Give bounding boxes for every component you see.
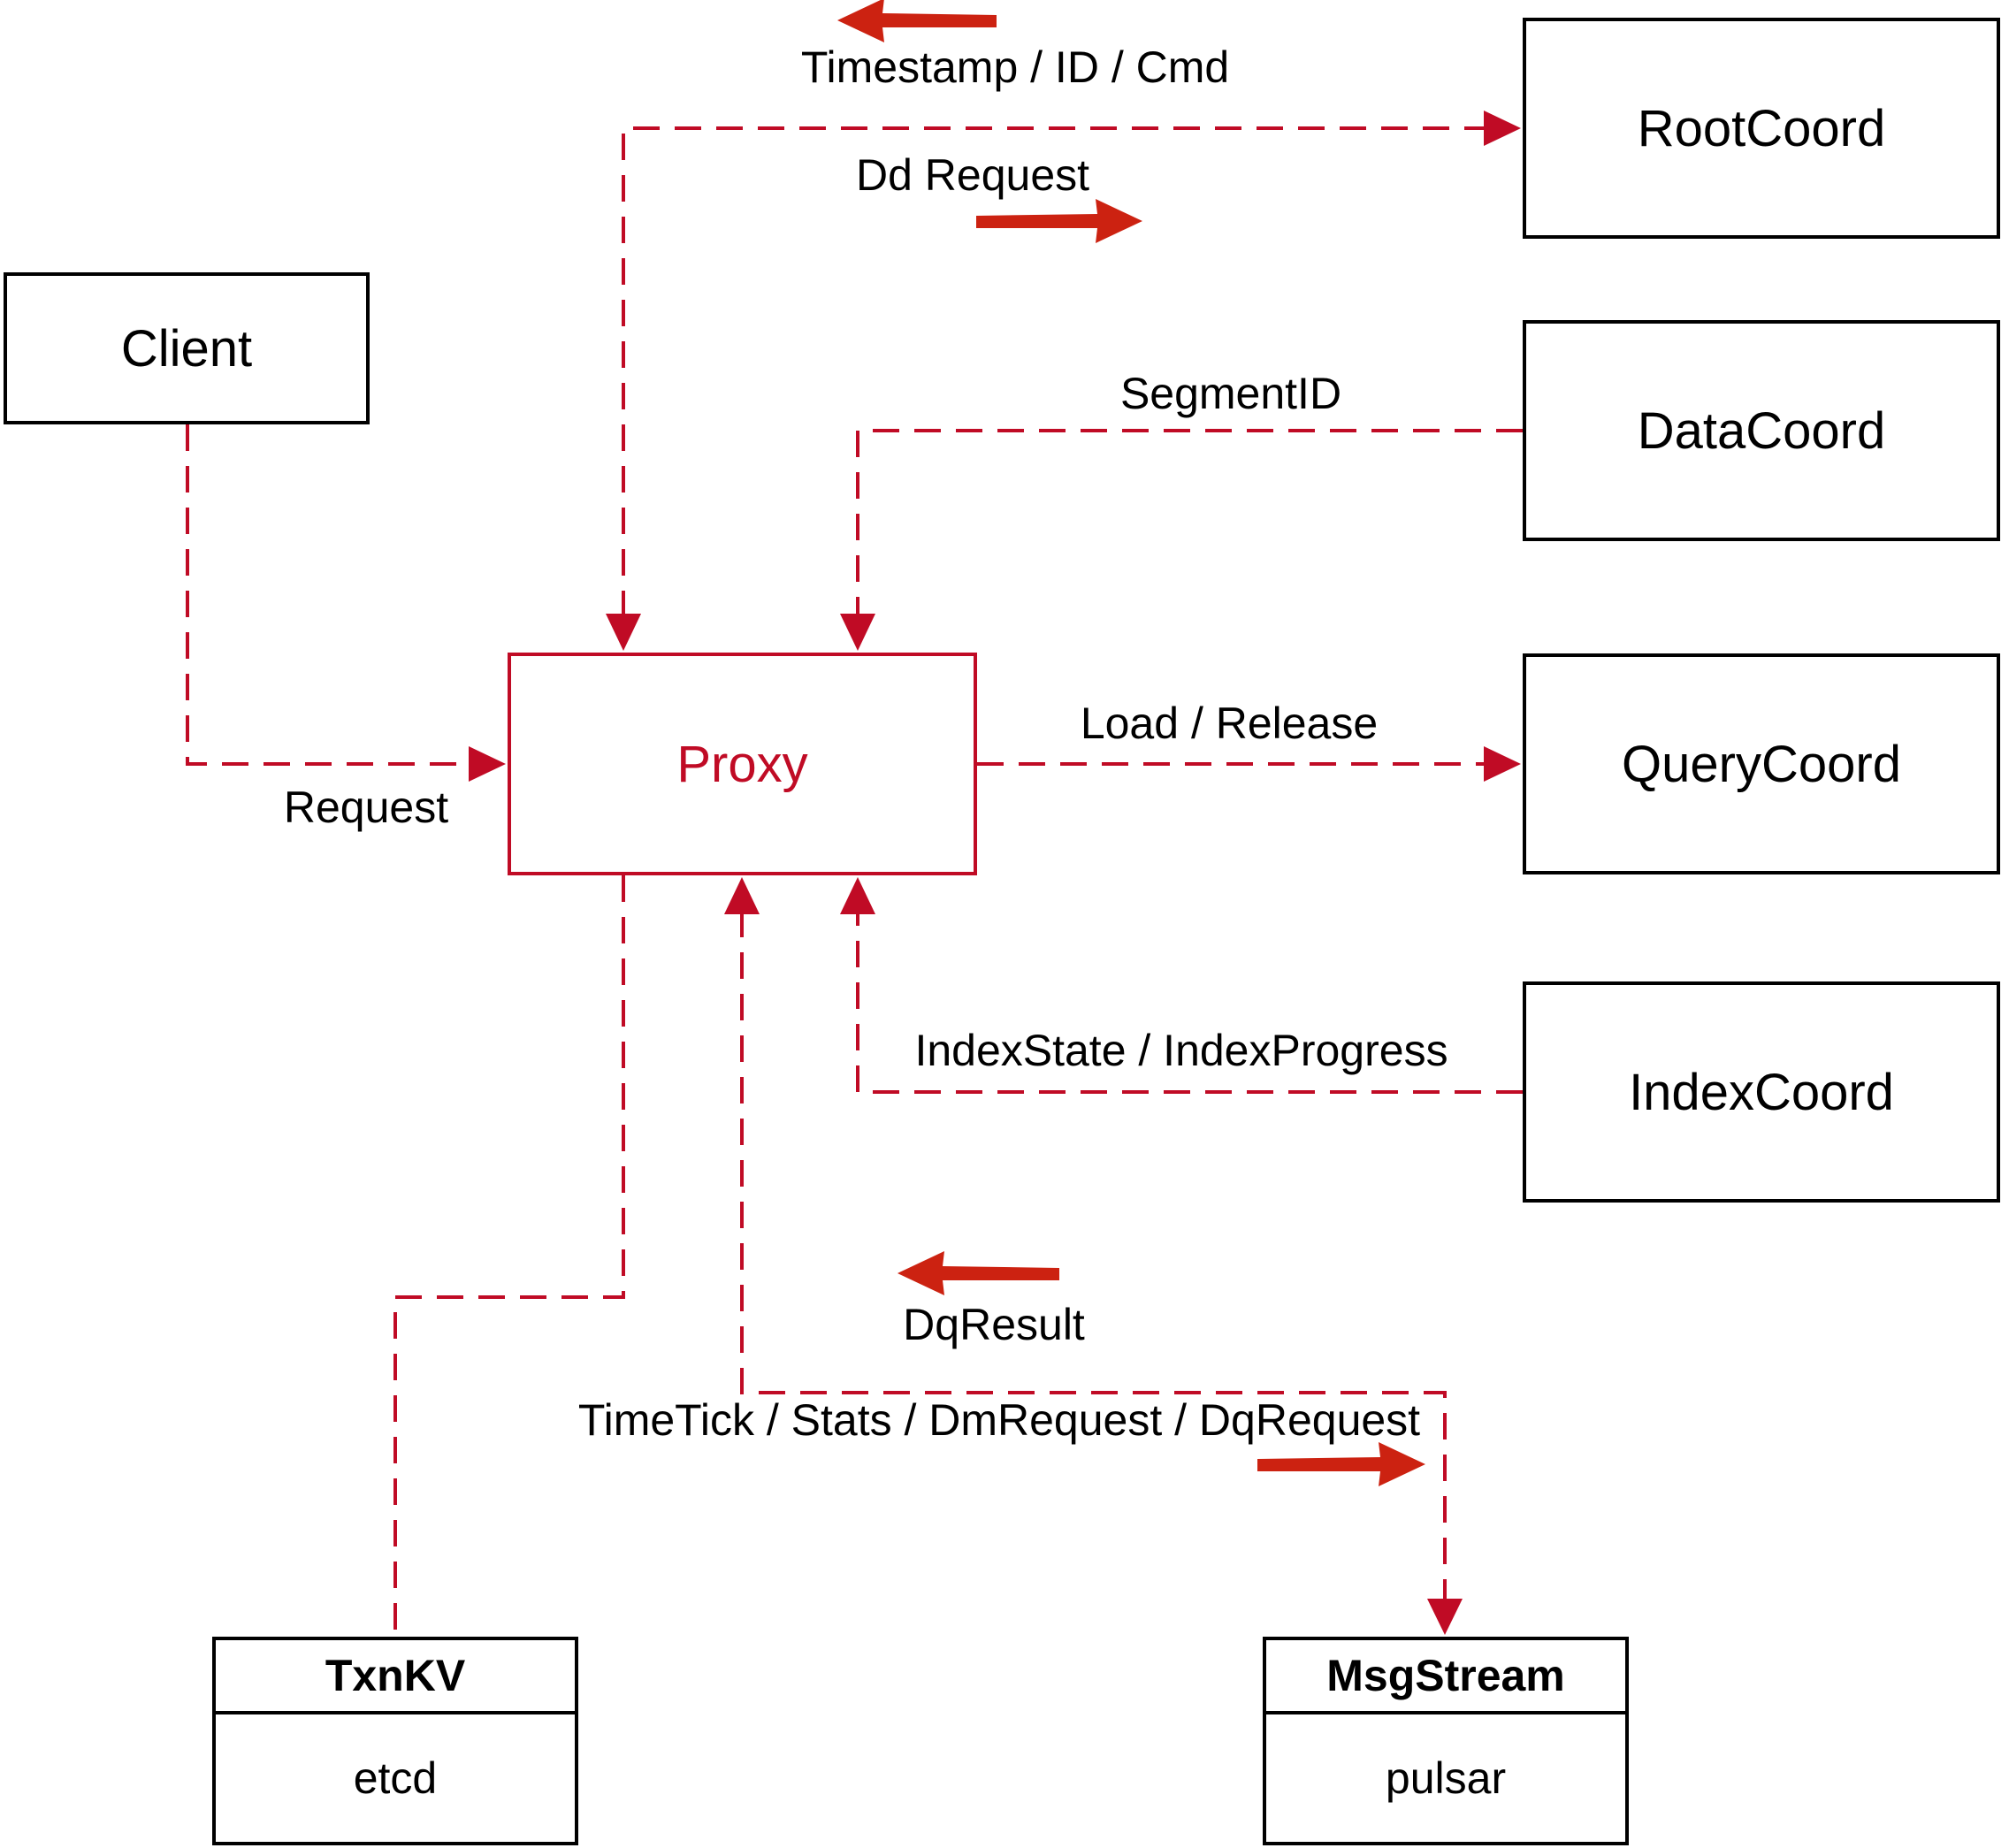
arrowhead-up-icon <box>840 877 875 914</box>
arrowhead-right-icon <box>1484 746 1521 782</box>
msgstream-node: MsgStream pulsar <box>1263 1637 1629 1845</box>
proxy-node: Proxy <box>508 653 977 875</box>
datacoord-label: DataCoord <box>1637 401 1886 460</box>
arrowhead-down-icon <box>606 614 641 651</box>
arrowhead-right-icon <box>469 746 506 782</box>
edge-label-request: Request <box>283 783 449 832</box>
arrowhead-down-icon <box>840 614 875 651</box>
direction-arrow-left-icon <box>898 1251 1059 1295</box>
direction-arrow-right-icon <box>1257 1442 1425 1486</box>
arrowhead-right-icon <box>1484 111 1521 146</box>
connector-indexcoord-proxy <box>840 877 1523 1094</box>
msgstream-subtitle: pulsar <box>1385 1753 1507 1803</box>
client-label: Client <box>120 319 253 378</box>
edge-label-load-release: Load / Release <box>1080 699 1379 748</box>
edge-label-index-state-progress: IndexState / IndexProgress <box>914 1026 1448 1075</box>
rootcoord-node: RootCoord <box>1523 18 2000 239</box>
direction-arrow-left-icon <box>837 0 997 42</box>
indexcoord-node: IndexCoord <box>1523 981 2000 1203</box>
edge-label-timetick-stats: TimeTick / Stats / DmRequest / DqRequest <box>577 1395 1421 1445</box>
querycoord-node: QueryCoord <box>1523 653 2000 874</box>
txnkv-subtitle: etcd <box>353 1753 438 1803</box>
arrowhead-up-icon <box>724 877 760 914</box>
edge-label-timestamp-id-cmd: Timestamp / ID / Cmd <box>800 42 1230 92</box>
edge-label-dq-result: DqResult <box>903 1300 1085 1349</box>
datacoord-node: DataCoord <box>1523 320 2000 541</box>
connector-proxy-rootcoord <box>606 111 1521 651</box>
connector-proxy-querycoord <box>977 746 1521 782</box>
txnkv-title: TxnKV <box>216 1640 575 1714</box>
client-node: Client <box>4 272 370 424</box>
connector-client-proxy <box>186 424 506 782</box>
rootcoord-label: RootCoord <box>1637 99 1886 157</box>
direction-arrow-right-icon <box>976 199 1142 243</box>
msgstream-title: MsgStream <box>1266 1640 1625 1714</box>
edge-label-dd-request: Dd Request <box>855 150 1090 200</box>
connector-proxy-msgstream <box>724 877 1463 1635</box>
arrowhead-down-icon <box>1427 1599 1463 1635</box>
edge-label-segment-id: SegmentID <box>1119 369 1342 418</box>
proxy-label: Proxy <box>676 735 808 793</box>
txnkv-node: TxnKV etcd <box>212 1637 578 1845</box>
connector-proxy-txnkv <box>393 875 625 1635</box>
indexcoord-label: IndexCoord <box>1629 1063 1894 1121</box>
connector-datacoord-proxy <box>840 429 1523 651</box>
querycoord-label: QueryCoord <box>1622 735 1901 793</box>
